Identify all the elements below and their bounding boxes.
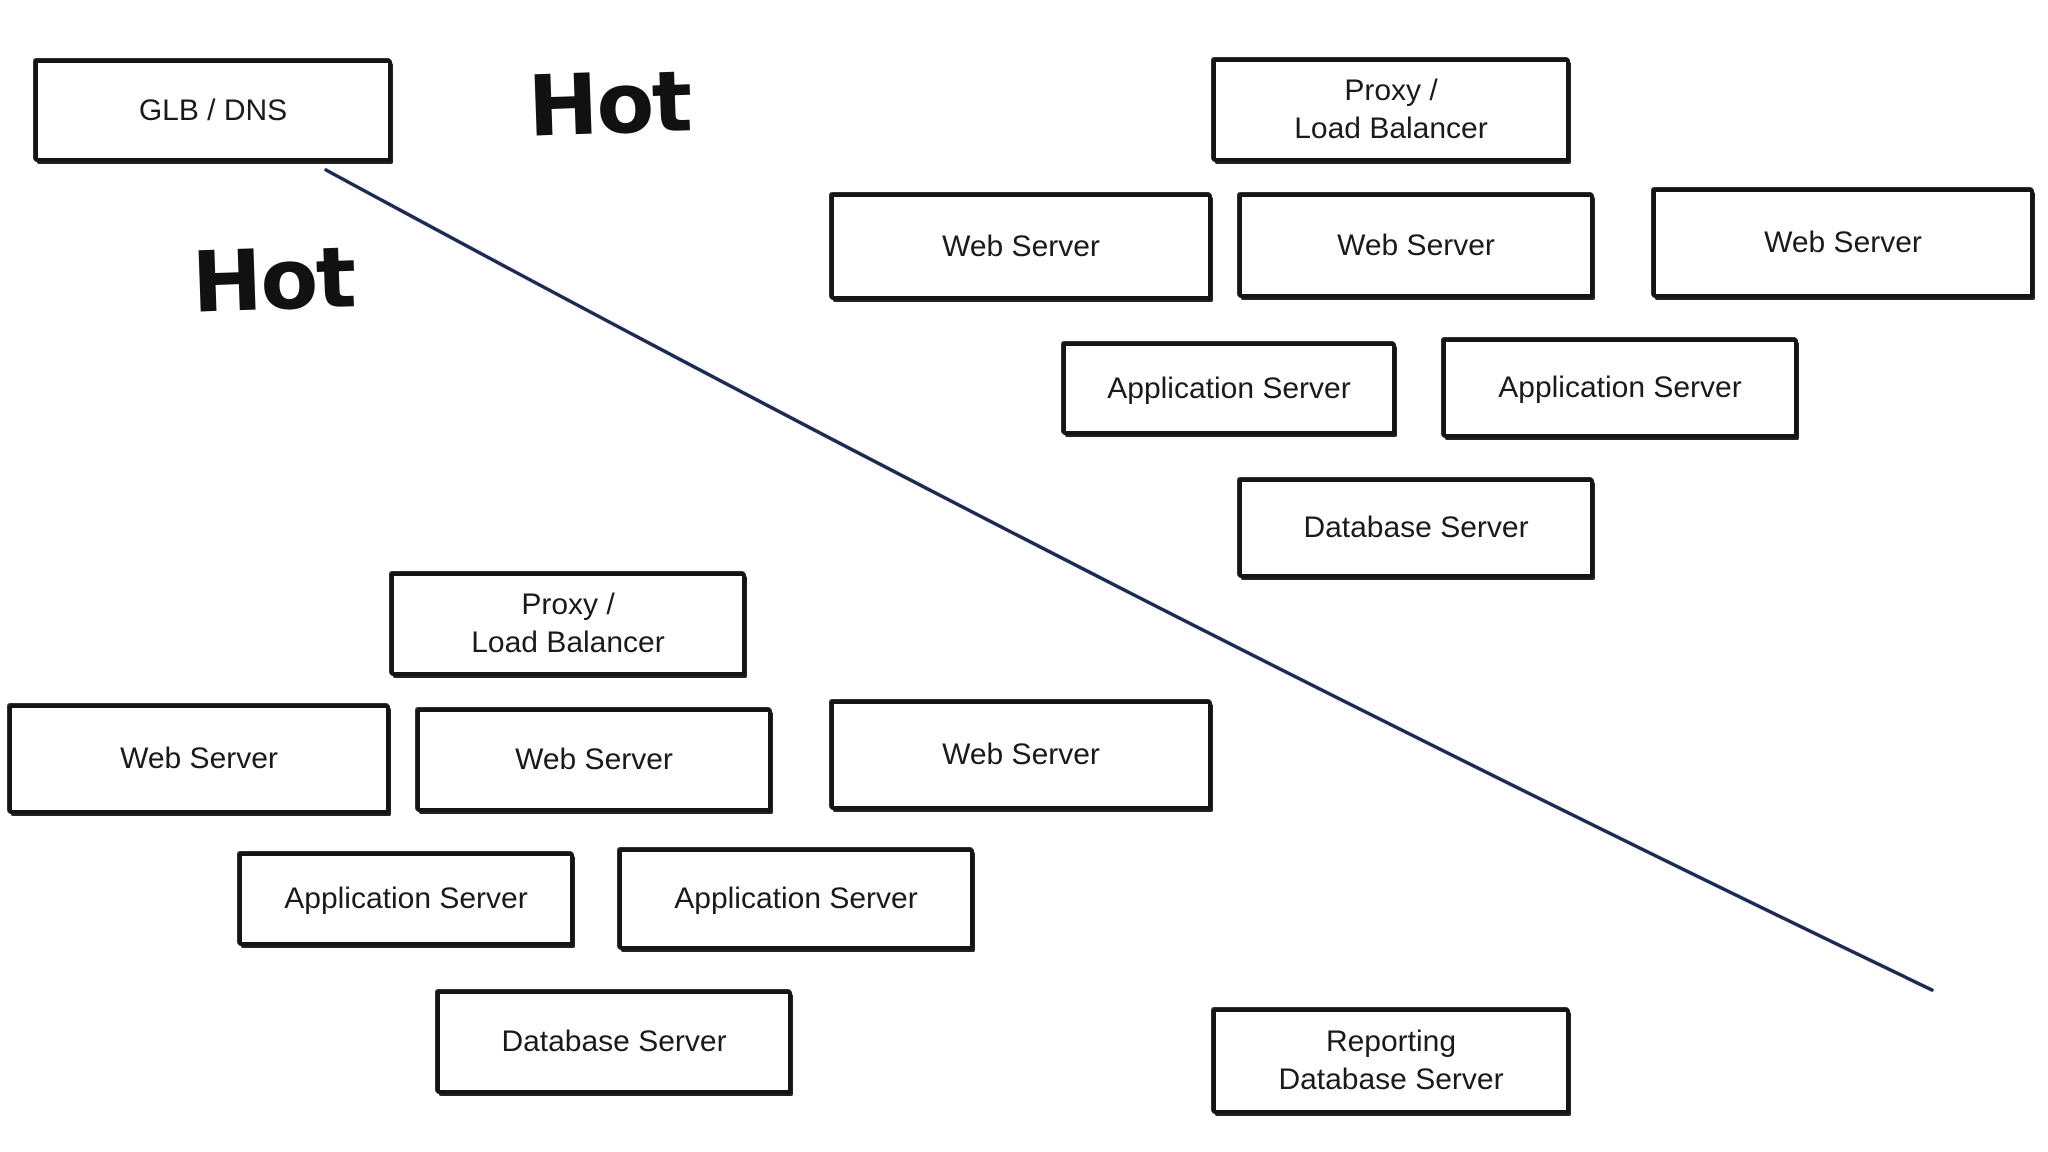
hot-label-left: Hot xyxy=(190,228,356,332)
dc1-app-server-2-label: Application Server xyxy=(1498,371,1742,404)
dc2-proxy-label: Proxy / Load Balancer xyxy=(471,588,665,659)
dc1-web-server-3-label: Web Server xyxy=(1764,226,1922,259)
dc1-web-server-3-node: Web Server xyxy=(1652,188,2034,298)
dc2-web-server-2-label: Web Server xyxy=(515,743,673,776)
dc2-web-server-1-node: Web Server xyxy=(8,704,390,814)
dc1-database-server-label: Database Server xyxy=(1303,511,1529,544)
dc2-app-server-2-node: Application Server xyxy=(618,848,974,950)
reporting-database-server-node: Reporting Database Server xyxy=(1212,1008,1570,1114)
dc1-app-server-2-node: Application Server xyxy=(1442,338,1798,438)
glb-dns-label: GLB / DNS xyxy=(138,93,288,127)
dc1-app-server-1-node: Application Server xyxy=(1062,342,1396,435)
dc2-app-server-2-label: Application Server xyxy=(674,882,918,915)
dc2-web-server-3-node: Web Server xyxy=(830,700,1212,810)
dc2-database-server-label: Database Server xyxy=(501,1025,727,1058)
reporting-database-server-label: Reporting Database Server xyxy=(1278,1025,1504,1096)
dc2-app-server-1-node: Application Server xyxy=(238,852,574,946)
dc2-proxy-node: Proxy / Load Balancer xyxy=(390,572,746,676)
dc2-web-server-2-node: Web Server xyxy=(416,708,772,812)
dc1-web-server-1-label: Web Server xyxy=(942,229,1100,263)
dc2-web-server-1-label: Web Server xyxy=(120,742,278,775)
dc2-app-server-1-label: Application Server xyxy=(284,882,528,915)
glb-dns-node: GLB / DNS xyxy=(34,59,392,162)
dc2-web-server-3-label: Web Server xyxy=(942,738,1100,771)
dc1-database-server-node: Database Server xyxy=(1238,478,1594,578)
dc1-web-server-2-label: Web Server xyxy=(1337,228,1495,262)
dc1-app-server-1-label: Application Server xyxy=(1107,371,1351,405)
dc2-database-server-node: Database Server xyxy=(436,990,792,1094)
hot-label-top: Hot xyxy=(526,52,692,156)
dc1-proxy-label: Proxy / Load Balancer xyxy=(1294,74,1488,145)
dc1-web-server-2-node: Web Server xyxy=(1238,193,1594,298)
dc1-proxy-node: Proxy / Load Balancer xyxy=(1212,58,1570,162)
dc1-web-server-1-node: Web Server xyxy=(830,193,1212,300)
